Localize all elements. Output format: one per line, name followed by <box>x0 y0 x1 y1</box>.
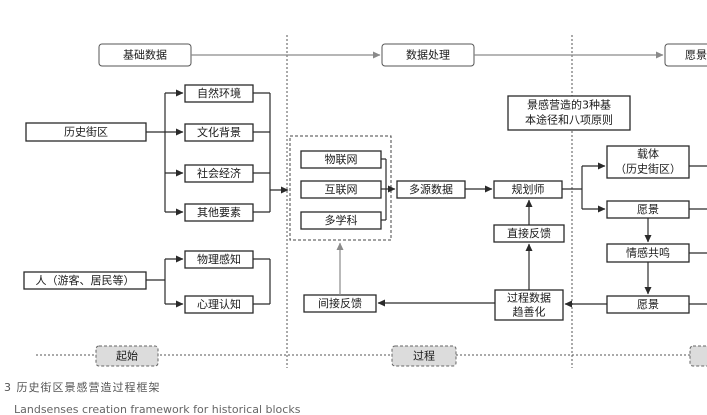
node-people: 人（游客、居民等） <box>23 271 147 290</box>
header-data-processing: 数据处理 <box>381 43 475 67</box>
node-internet: 互联网 <box>300 180 382 199</box>
node-process-data-line1: 过程数据 <box>507 291 551 305</box>
node-emotional-resonance: 情感共鸣 <box>606 243 690 263</box>
node-multidisciplinary-label: 多学科 <box>325 213 358 227</box>
header-basic-data: 基础数据 <box>98 43 192 67</box>
stage-start: 起始 <box>95 345 159 367</box>
node-direct-feedback: 直接反馈 <box>493 224 565 243</box>
node-principles: 景感营造的3种基 本途径和八项原则 <box>507 95 631 131</box>
node-carrier-line1: 载体 <box>637 147 659 161</box>
node-indirect-feedback-label: 间接反馈 <box>318 297 362 310</box>
node-multidisciplinary: 多学科 <box>300 211 382 230</box>
node-people-label: 人（游客、居民等） <box>36 273 135 287</box>
node-direct-feedback-label: 直接反馈 <box>507 226 551 240</box>
header-basic-data-label: 基础数据 <box>123 48 167 62</box>
node-natural-environment-label: 自然环境 <box>197 86 241 100</box>
node-process-data-line2: 趋善化 <box>513 305 546 319</box>
node-socio-economic: 社会经济 <box>184 164 254 183</box>
node-psychological-cognition: 心理认知 <box>184 295 254 314</box>
node-other-factors: 其他要素 <box>184 203 254 222</box>
node-natural-environment: 自然环境 <box>184 84 254 103</box>
node-historic-district-label: 历史街区 <box>64 125 108 139</box>
stage-process-label: 过程 <box>413 350 435 363</box>
stage-start-label: 起始 <box>116 349 138 363</box>
node-cultural-background: 文化背景 <box>184 123 254 142</box>
node-internet-label: 互联网 <box>325 183 358 196</box>
node-carrier: 载体 （历史街区） <box>606 145 690 179</box>
node-principles-line2: 本途径和八项原则 <box>525 113 613 127</box>
node-indirect-feedback: 间接反馈 <box>303 294 377 313</box>
node-process-data: 过程数据 趋善化 <box>494 289 564 321</box>
node-historic-district: 历史街区 <box>25 122 147 142</box>
node-vision-2-label: 愿景 <box>637 298 659 311</box>
node-vision-1: 愿景 <box>606 200 690 219</box>
node-planner-label: 规划师 <box>512 182 545 196</box>
node-multi-source-data: 多源数据 <box>396 180 466 199</box>
node-multi-source-data-label: 多源数据 <box>409 182 453 196</box>
node-vision-2: 愿景 <box>606 295 690 314</box>
node-principles-line1: 景感营造的3种基 <box>527 98 611 112</box>
node-vision-1-label: 愿景 <box>637 203 659 216</box>
node-carrier-line2: （历史街区） <box>615 162 681 176</box>
node-other-factors-label: 其他要素 <box>197 206 241 219</box>
node-planner: 规划师 <box>493 180 563 199</box>
figure-caption-en: Landsenses creation framework for histor… <box>14 403 301 415</box>
node-iot: 物联网 <box>300 150 382 169</box>
node-socio-economic-label: 社会经济 <box>197 166 241 180</box>
node-cultural-background-label: 文化背景 <box>197 125 241 139</box>
node-emotional-resonance-label: 情感共鸣 <box>626 246 670 260</box>
header-vision: 愿景 <box>664 43 707 67</box>
header-data-processing-label: 数据处理 <box>406 48 450 62</box>
header-vision-label: 愿景 <box>685 49 707 62</box>
stage-process: 过程 <box>391 345 457 367</box>
node-psychological-cognition-label: 心理认知 <box>197 297 241 311</box>
node-iot-label: 物联网 <box>325 152 358 166</box>
node-physical-perception-label: 物理感知 <box>197 252 241 266</box>
node-physical-perception: 物理感知 <box>184 250 254 269</box>
figure-caption-zh: 3 历史街区景感营造过程框架 <box>4 381 161 394</box>
stage-third <box>689 345 707 367</box>
